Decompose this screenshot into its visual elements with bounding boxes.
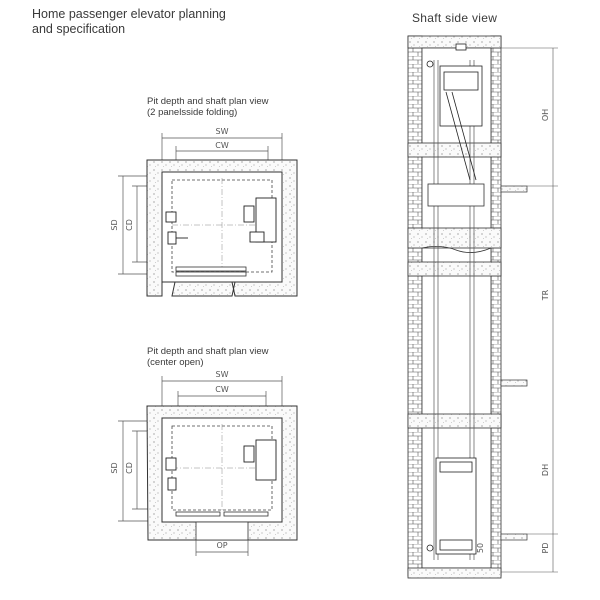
shaft-side-view-title: Shaft side view	[412, 11, 498, 25]
floor-slab-1	[407, 142, 502, 158]
cw-label: CW	[215, 141, 229, 150]
op-dimension	[195, 540, 249, 556]
floor-slab-4	[407, 413, 502, 429]
center-door-opening	[195, 521, 249, 541]
shaft-right-wall	[490, 35, 502, 577]
landing-sill-1	[500, 185, 528, 193]
center-caption-line2: (center open)	[147, 357, 204, 368]
sd-label: SD	[110, 219, 119, 230]
plan-view-folding: SW CW SD CD	[110, 127, 298, 297]
car-top-upper	[427, 183, 485, 207]
tr-label: TR	[541, 289, 550, 301]
shaft-side-view: OH TR DH PD 50	[407, 35, 558, 579]
center-plan-caption: Pit depth and shaft plan view (center op…	[147, 346, 268, 368]
cd2-label: CD	[125, 462, 134, 474]
center-rail-right	[243, 439, 277, 481]
folding-caption-line1: Pit depth and shaft plan view	[147, 96, 269, 107]
plan-view-center: SW CW SD CD	[110, 370, 298, 556]
folding-caption-line2: (2 panelsside folding)	[147, 107, 238, 118]
cd-label: CD	[125, 219, 134, 231]
dh-label: DH	[541, 464, 550, 476]
sd2-label: SD	[110, 462, 119, 473]
sw-dimension	[161, 133, 283, 160]
folding-rail-right	[243, 197, 277, 243]
drive-machine	[426, 43, 483, 181]
floor-slab-2	[407, 227, 502, 249]
elevator-car	[426, 457, 477, 555]
center-rail-left	[165, 457, 177, 491]
center-door	[175, 511, 269, 517]
shaft-break-line	[421, 246, 492, 253]
sw2-label: SW	[216, 370, 229, 379]
pit-slab	[407, 567, 502, 579]
cw2-label: CW	[215, 385, 229, 394]
op-label: OP	[216, 541, 227, 550]
sw2-dimension	[161, 376, 283, 407]
landing-sill-2	[500, 379, 528, 387]
sd2-dimension	[118, 420, 160, 522]
folding-rail-left	[165, 211, 188, 245]
floor-slab-3	[407, 261, 502, 277]
page-title-line2: and specification	[32, 22, 126, 36]
pd-label: PD	[541, 543, 550, 554]
center-caption-line1: Pit depth and shaft plan view	[147, 346, 269, 357]
gap-label: 50	[476, 543, 485, 553]
shaft-left-wall	[407, 35, 423, 577]
page-title: Home passenger elevator planning and spe…	[32, 7, 226, 37]
landing-sill-3	[500, 533, 528, 541]
folding-plan-caption: Pit depth and shaft plan view (2 panelss…	[147, 96, 268, 118]
shaft-dimension-ticks	[501, 47, 558, 573]
folding-door	[175, 266, 247, 277]
sw-label: SW	[216, 127, 229, 136]
page-title-line1: Home passenger elevator planning	[32, 7, 226, 21]
shaft-top-slab	[407, 35, 502, 49]
oh-label: OH	[541, 109, 550, 121]
